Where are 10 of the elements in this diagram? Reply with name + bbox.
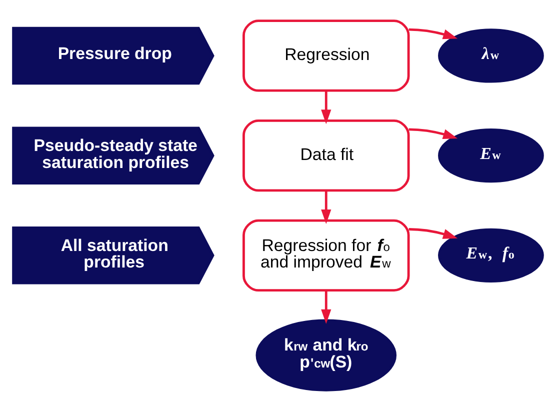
- node-ellipse: krw and kro p'cw(S): [256, 319, 397, 392]
- arrow: [321, 91, 332, 124]
- arrow: [408, 128, 458, 139]
- node-box: Data fit: [242, 119, 410, 192]
- arrow: [408, 228, 458, 239]
- arrow: [408, 28, 458, 40]
- arrow: [321, 290, 332, 324]
- node-box: Regression: [242, 20, 410, 92]
- node-box: Regression for fo and improved Ew: [242, 219, 410, 292]
- arrow: [321, 190, 332, 224]
